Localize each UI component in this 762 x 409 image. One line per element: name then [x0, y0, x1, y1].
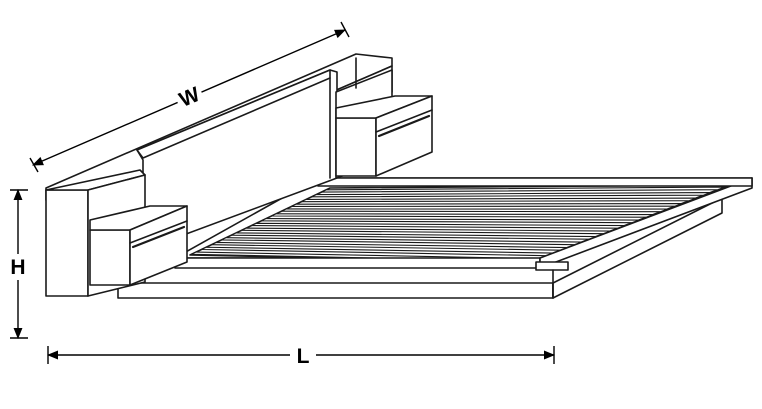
left-nightstand	[89, 205, 188, 286]
width-dimension: W	[29, 21, 350, 173]
length-dimension: L	[46, 343, 556, 368]
height-label: H	[10, 256, 25, 279]
bed-slat	[291, 203, 682, 207]
bed-slat	[271, 213, 654, 218]
length-label: L	[297, 345, 310, 368]
right-nightstand	[335, 95, 433, 177]
bed-slat	[311, 192, 711, 198]
bed-slat	[321, 186, 725, 193]
height-dimension: H	[6, 188, 30, 340]
bed-slat	[281, 208, 668, 213]
bed-frame	[174, 177, 753, 299]
bed-slat	[301, 197, 697, 203]
